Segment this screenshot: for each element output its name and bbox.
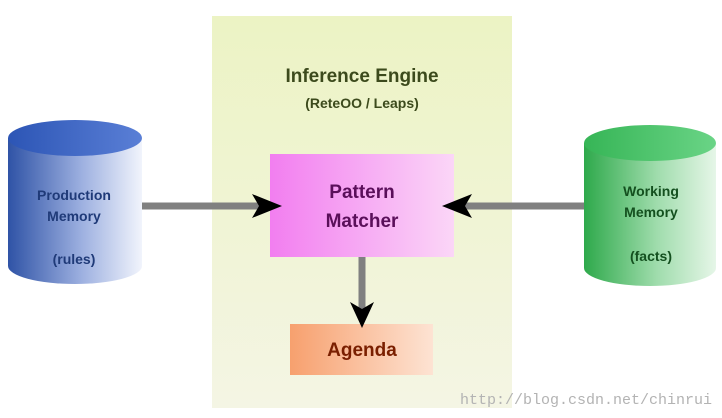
inference-engine-subtitle: (ReteOO / Leaps) <box>305 95 419 111</box>
inference-engine-title: Inference Engine <box>285 66 438 87</box>
working-memory-cylinder: Working Memory (facts) <box>584 125 716 286</box>
working-memory-top <box>584 125 716 161</box>
production-memory-label-line2: Memory <box>47 208 101 224</box>
working-memory-body <box>584 143 716 286</box>
agenda-box <box>290 324 433 375</box>
production-memory-label-line1: Production <box>37 187 111 203</box>
pattern-matcher-box <box>270 154 454 257</box>
watermark-text: http://blog.csdn.net/chinrui <box>460 392 712 409</box>
arrow-working-to-matcher <box>442 194 584 218</box>
pattern-matcher-label-line2: Matcher <box>326 211 399 232</box>
working-memory-label-line3: (facts) <box>630 248 672 264</box>
production-memory-cylinder: Production Memory (rules) <box>8 120 142 284</box>
agenda-label: Agenda <box>327 340 397 361</box>
arrow-matcher-to-agenda <box>350 257 374 328</box>
pattern-matcher-label-line1: Pattern <box>329 182 394 203</box>
production-memory-body <box>8 138 142 284</box>
production-memory-label-line3: (rules) <box>53 251 96 267</box>
arrow-production-to-matcher <box>142 194 282 218</box>
working-memory-label-line2: Memory <box>624 204 678 220</box>
production-memory-top <box>8 120 142 156</box>
working-memory-label-line1: Working <box>623 183 679 199</box>
